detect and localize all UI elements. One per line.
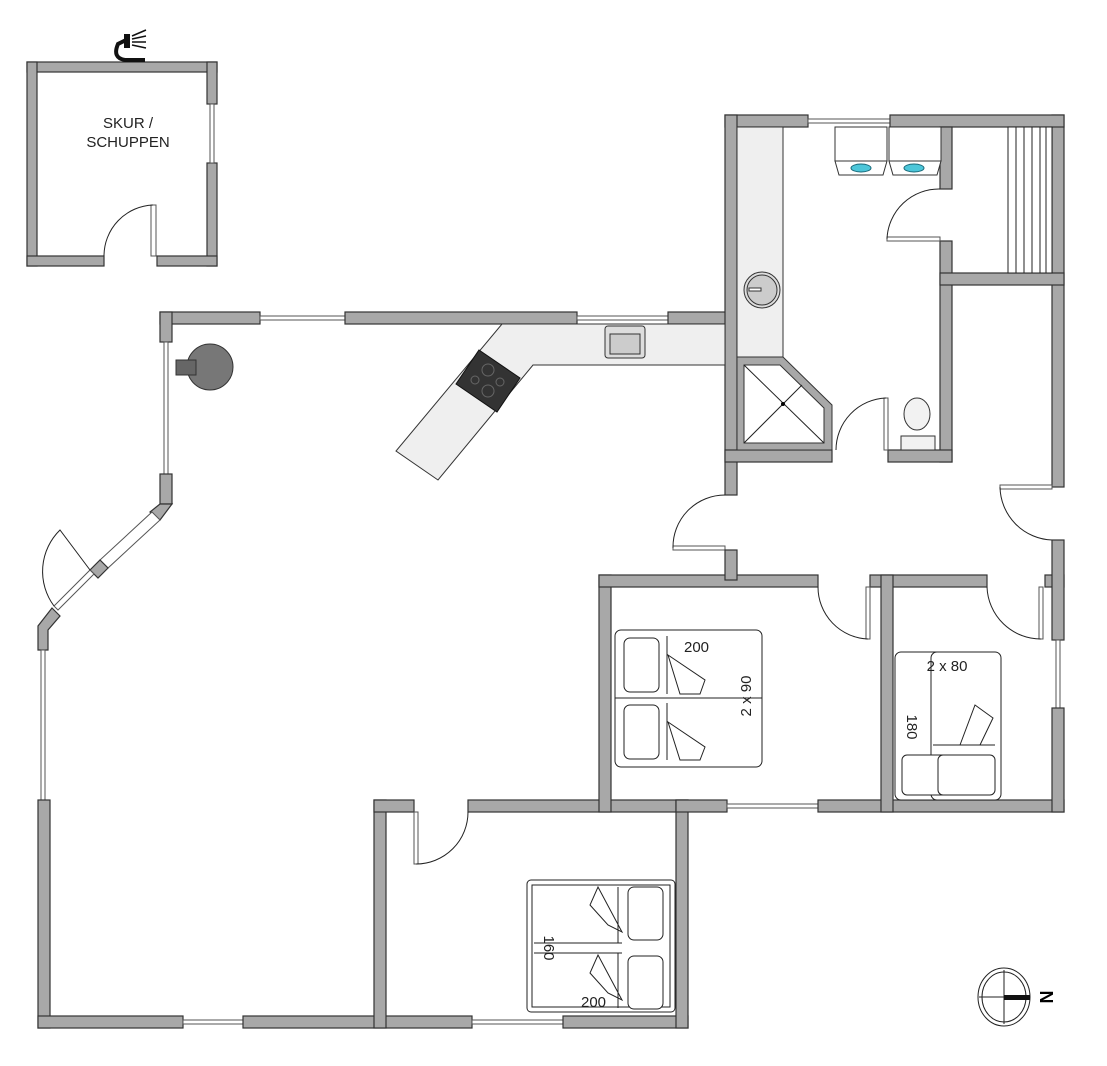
- shed-door[interactable]: [103, 204, 157, 257]
- stove-icon: [455, 349, 521, 413]
- bed-length-label: 200: [581, 994, 606, 1011]
- toilet-icon: [900, 397, 936, 451]
- bed-width-label: 2 x 90: [738, 676, 755, 717]
- compass-icon: N: [977, 967, 1056, 1027]
- shed-window: [209, 103, 215, 164]
- bedroom2-door[interactable]: [986, 586, 1044, 640]
- shed: SKUR / SCHUPPEN: [26, 29, 218, 267]
- window: [182, 1019, 244, 1025]
- window: [40, 649, 46, 801]
- window: [726, 803, 819, 809]
- bed-width-label: 160: [540, 935, 557, 960]
- window: [1055, 639, 1061, 709]
- window: [259, 315, 346, 321]
- shed-label: SKUR /: [103, 115, 154, 132]
- bathroom-fixtures: [736, 126, 942, 451]
- bed-length-label: 200: [684, 639, 709, 656]
- bed-length-label: 180: [903, 714, 920, 739]
- window: [163, 341, 169, 475]
- sink-icon: [604, 325, 646, 359]
- outdoor-shower-icon: [114, 29, 147, 62]
- bedroom1-door[interactable]: [817, 586, 871, 640]
- hall-door[interactable]: [672, 494, 726, 551]
- bed-2x90: 200 2 x 90: [614, 629, 763, 768]
- sauna-door[interactable]: [886, 188, 941, 242]
- bedroom3-door[interactable]: [413, 811, 469, 865]
- wood-stove-icon: [175, 343, 234, 391]
- shed-label-2: SCHUPPEN: [86, 134, 169, 151]
- shower-icon: [736, 356, 833, 451]
- bed-2x80: 2 x 80 180: [894, 651, 1002, 801]
- side-entrance-door[interactable]: [999, 484, 1053, 541]
- washbasin-icon: [743, 271, 781, 309]
- washing-machine-icon: [834, 126, 888, 176]
- bed-160: 160 200: [526, 879, 676, 1013]
- window: [807, 118, 891, 124]
- window: [576, 315, 669, 321]
- window: [99, 511, 161, 569]
- bathroom-door[interactable]: [835, 397, 889, 451]
- bed-width-label: 2 x 80: [927, 658, 968, 675]
- window: [471, 1019, 564, 1025]
- kitchen: [395, 323, 726, 481]
- terrace-door[interactable]: [42, 529, 95, 611]
- exterior-walls: [37, 114, 1065, 1029]
- sauna-bench: [1007, 126, 1053, 274]
- dryer-icon: [888, 126, 942, 176]
- compass-north-label: N: [1036, 991, 1056, 1004]
